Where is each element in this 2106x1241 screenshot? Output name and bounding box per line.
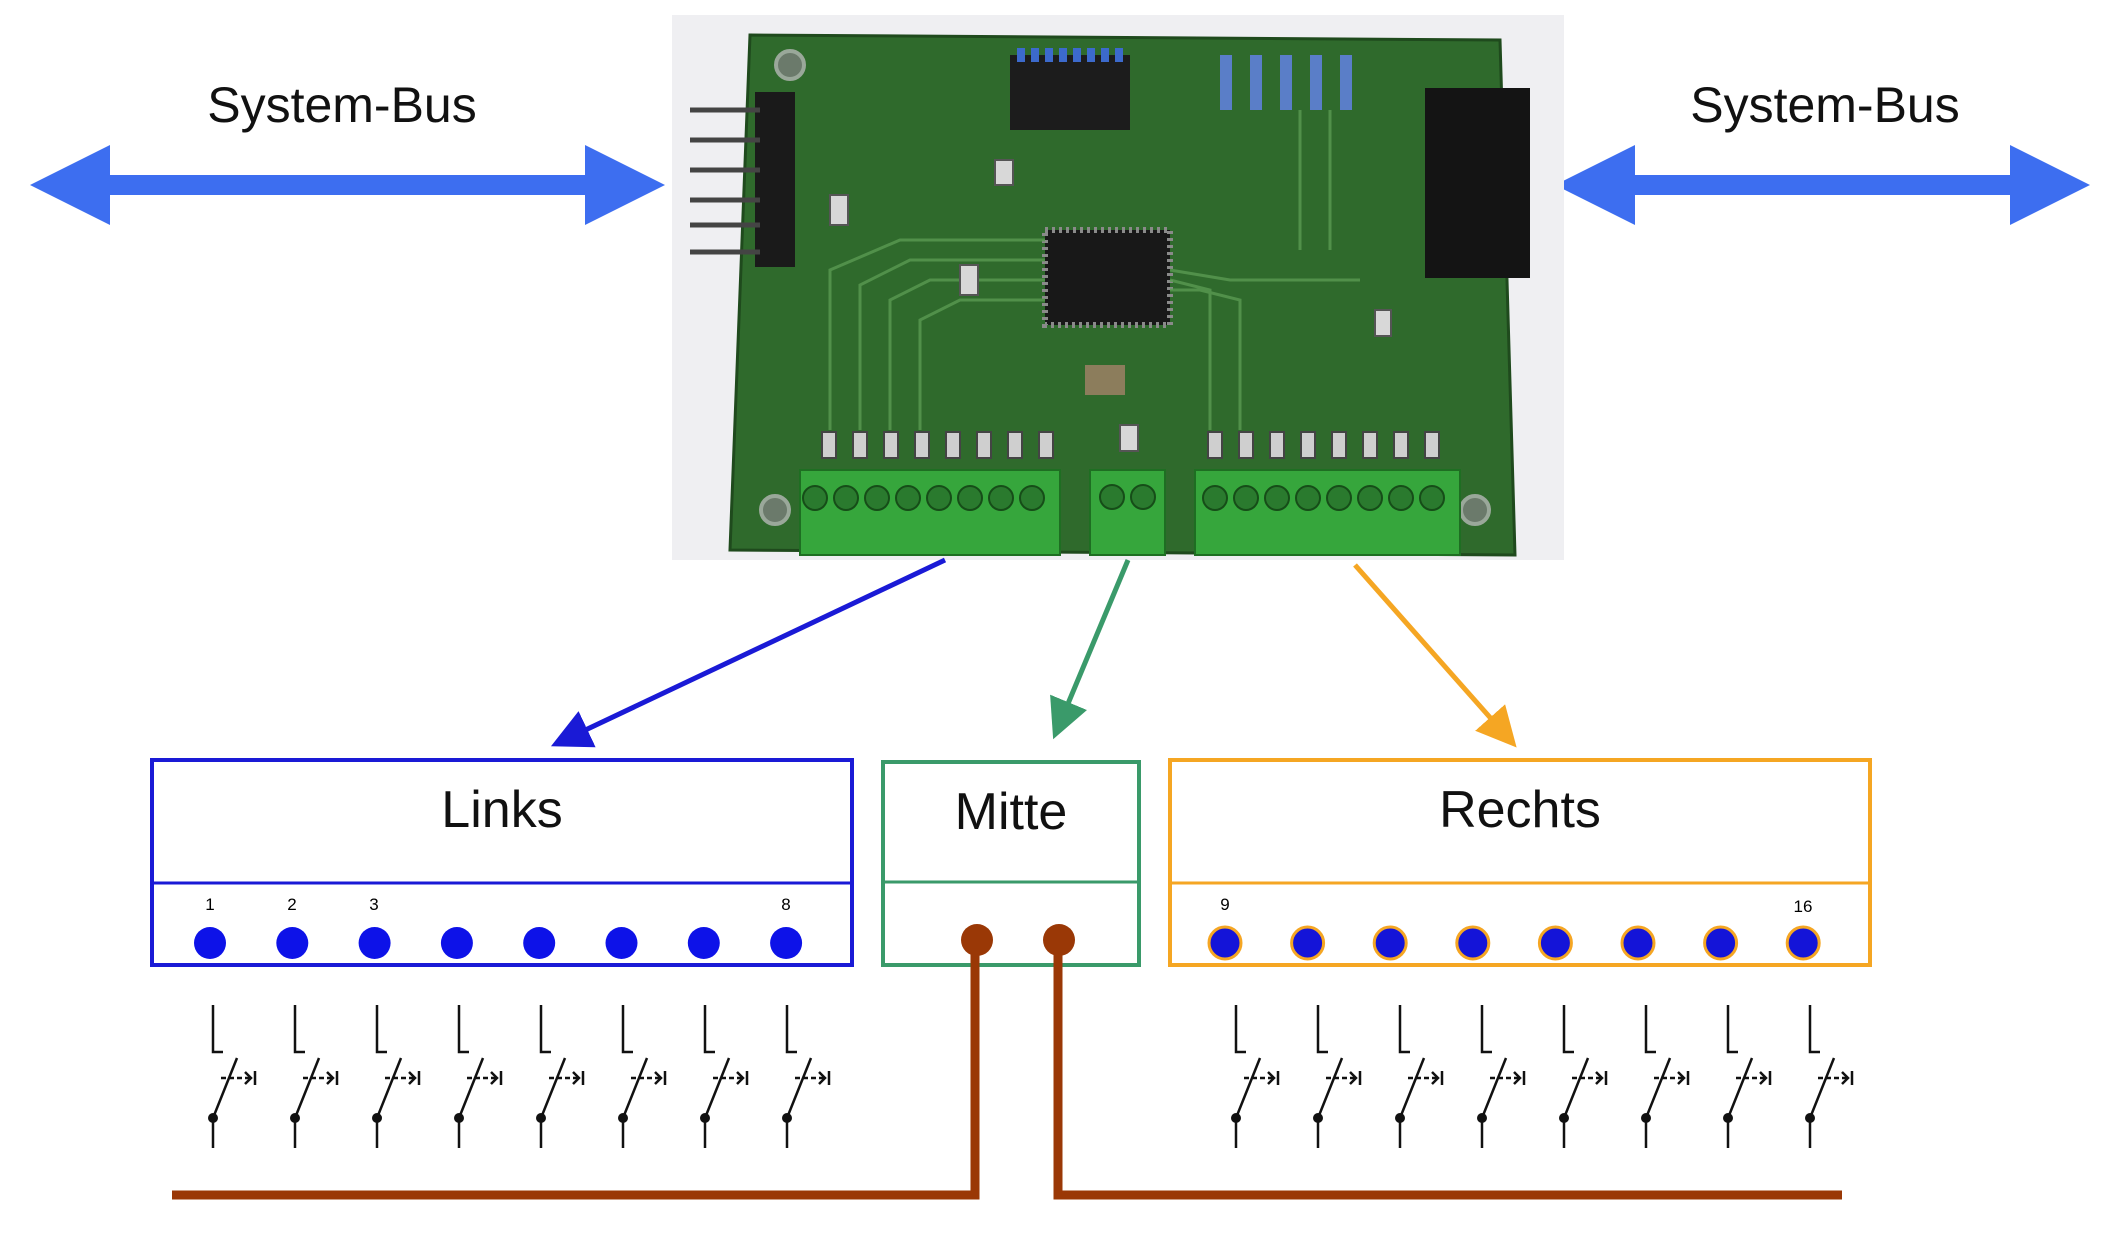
links-pin [770, 927, 803, 959]
switch-symbol [782, 1005, 831, 1148]
mitte-connector-box: Mitte [881, 760, 1141, 967]
system-bus-left-label: System-Bus [207, 77, 477, 133]
arrow-to-mitte [1050, 559, 1131, 740]
rechts-pins [1207, 925, 1821, 961]
switch-symbol [454, 1005, 503, 1148]
pin-label: 1 [205, 895, 214, 914]
bus-arrow-right [1555, 145, 2090, 225]
switches-left [208, 1005, 831, 1148]
rechts-pin [1785, 925, 1821, 961]
rechts-title: Rechts [1439, 781, 1601, 839]
switch-symbol [536, 1005, 585, 1148]
switch-symbol [700, 1005, 749, 1148]
switches-right [1231, 1005, 1854, 1148]
switch-symbol [1477, 1005, 1526, 1148]
terminal-block-right [1194, 469, 1461, 556]
rechts-pin [1372, 925, 1408, 961]
common-wire-left [172, 942, 980, 1200]
links-connector-box: Links 1 2 3 8 [150, 758, 854, 967]
rechts-pin [1703, 925, 1739, 961]
bus-arrow-left [30, 145, 665, 225]
mitte-pin [961, 924, 993, 956]
terminal-block-middle [1089, 469, 1166, 556]
common-wire-right [1053, 942, 1842, 1200]
rechts-pin [1290, 925, 1326, 961]
mitte-pins [961, 924, 1075, 956]
links-pin [605, 927, 638, 959]
switch-symbol [372, 1005, 421, 1148]
pin-label: 2 [287, 895, 296, 914]
rechts-pin [1620, 925, 1656, 961]
system-bus-right-label: System-Bus [1690, 77, 1960, 133]
rechts-pin [1207, 925, 1243, 961]
switch-symbol [1641, 1005, 1690, 1148]
mitte-pin [1043, 924, 1075, 956]
arrow-to-rechts [1353, 563, 1517, 748]
links-pins [194, 927, 803, 959]
links-pin [523, 927, 556, 959]
switch-symbol [1805, 1005, 1854, 1148]
rechts-pin [1455, 925, 1491, 961]
system-bus-left: System-Bus [30, 77, 665, 225]
dip-switch [1010, 55, 1130, 130]
switch-symbol [208, 1005, 257, 1148]
mitte-title: Mitte [955, 783, 1068, 841]
links-title: Links [441, 781, 562, 839]
rechts-connector-box: Rechts 9 16 [1168, 758, 1872, 967]
arrow-to-links [550, 557, 947, 748]
switch-symbol [1395, 1005, 1444, 1148]
links-pin [687, 927, 720, 959]
switch-symbol [290, 1005, 339, 1148]
terminal-block-left [799, 469, 1061, 556]
pin-label: 9 [1220, 895, 1229, 914]
pcb-board [672, 15, 1564, 560]
links-pin [276, 927, 309, 959]
microcontroller-chip [1042, 227, 1173, 328]
pin-label: 3 [369, 895, 378, 914]
rechts-pin [1537, 925, 1573, 961]
links-pin [194, 927, 226, 959]
switch-symbol [1231, 1005, 1280, 1148]
left-pin-header [690, 92, 795, 267]
pin-label: 8 [781, 895, 790, 914]
switch-symbol [1313, 1005, 1362, 1148]
system-bus-right: System-Bus [1555, 77, 2090, 225]
right-socket-header [1425, 88, 1530, 278]
links-pin [440, 927, 473, 959]
pin-label: 16 [1794, 897, 1813, 916]
switch-symbol [618, 1005, 667, 1148]
links-pin [358, 927, 391, 959]
switch-symbol [1559, 1005, 1608, 1148]
switch-symbol [1723, 1005, 1772, 1148]
